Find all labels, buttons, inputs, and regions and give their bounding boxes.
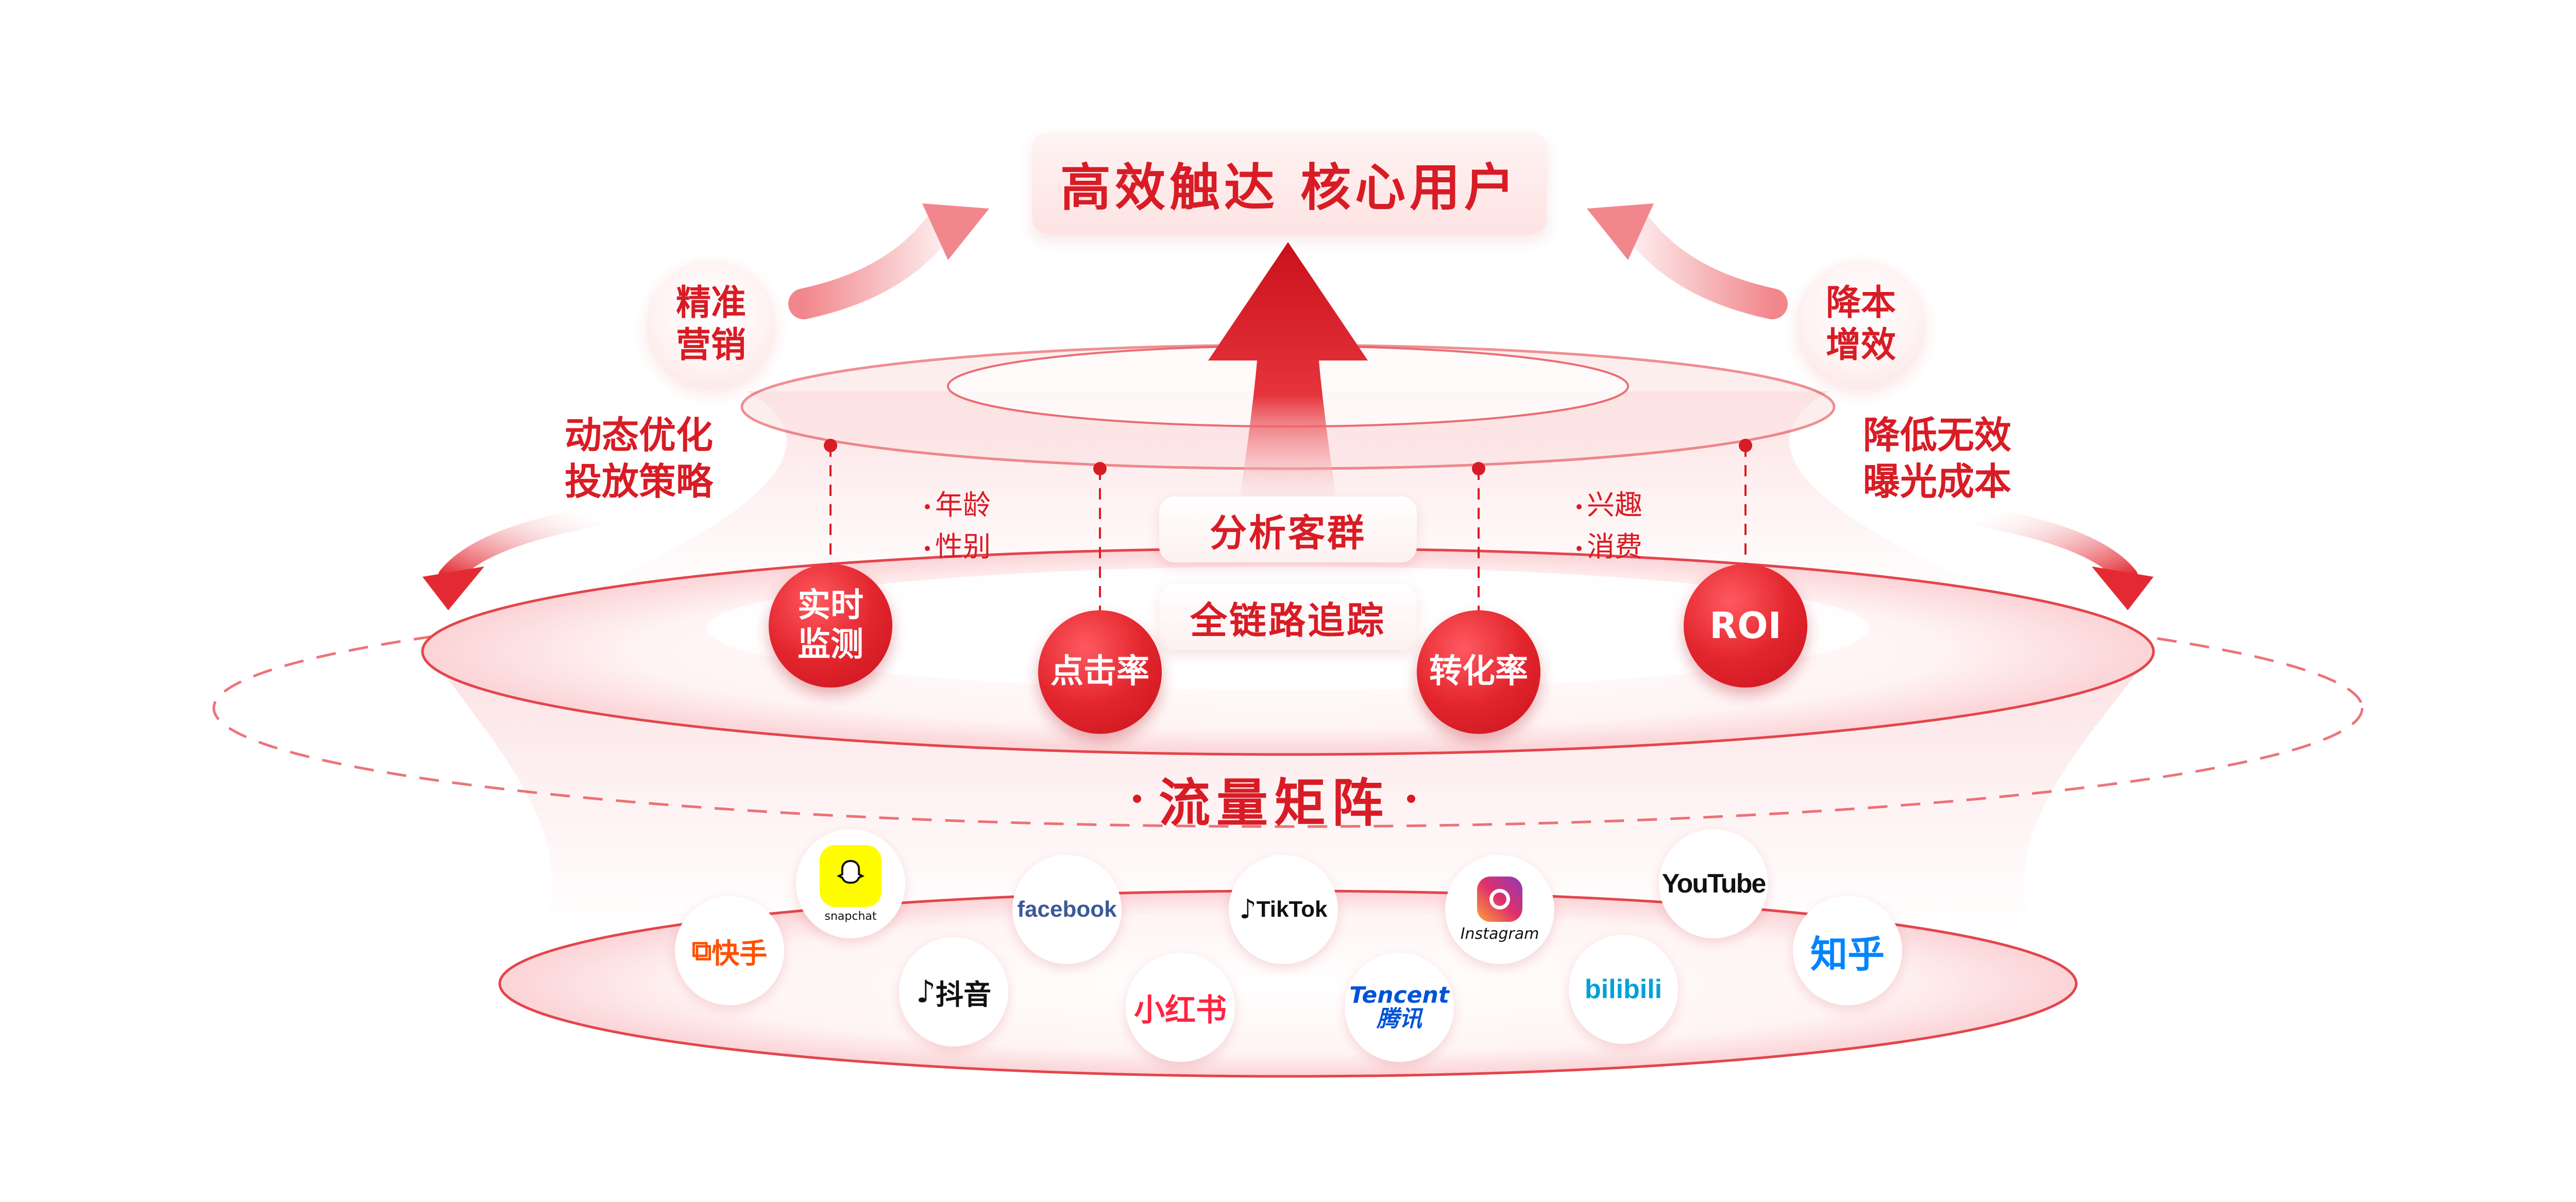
youtube-text: YouTube [1662, 869, 1767, 899]
bullet-icon [1577, 504, 1582, 510]
tiktok-icon: ♪ [1239, 894, 1257, 925]
bullet-icon [1577, 546, 1582, 552]
cost-reduction-badge: 降本 增效 [1797, 260, 1925, 389]
douyin-icon: ♪ [916, 974, 936, 1010]
instagram-logo: Instagram [1445, 855, 1554, 964]
tag-gender-label: 性别 [935, 530, 991, 563]
bullet-icon [1133, 794, 1141, 803]
xiaohongshu-text: 小红书 [1134, 992, 1227, 1028]
tiktok-text: TikTok [1256, 897, 1328, 922]
douyin-logo: ♪ 抖音 [899, 937, 1008, 1046]
youtube-icon: YouTube [1662, 868, 1767, 899]
tiktok-logo: ♪ TikTok [1229, 855, 1338, 964]
right-tags: 兴趣 消费 [1577, 484, 1642, 568]
tag-gender: 性别 [925, 526, 991, 568]
tag-interest-label: 兴趣 [1587, 489, 1642, 521]
roi-circle: ROI [1684, 564, 1807, 688]
analyze-audience-pill: 分析客群 [1159, 496, 1417, 562]
full-funnel-tracking-pill: 全链路追踪 [1159, 584, 1417, 650]
main-title: 高效触达 核心用户 [1032, 133, 1547, 234]
precision-marketing-badge: 精准 营销 [647, 260, 775, 389]
bullet-icon [925, 546, 930, 552]
left-strategy-text: 动态优化 投放策略 [564, 414, 713, 503]
traffic-matrix-label: 流量矩阵 [1115, 761, 1433, 836]
tag-age: 年龄 [925, 484, 991, 526]
snapchat-text: snapchat [824, 909, 877, 923]
tag-consumption-label: 消费 [1587, 530, 1642, 563]
bullet-icon [925, 504, 930, 510]
kuaishou-icon: ⧉ [691, 934, 712, 967]
zhihu-text: 知乎 [1810, 932, 1885, 976]
kuaishou-logo: ⧉ 快手 [675, 896, 784, 1005]
kuaishou-text: 快手 [711, 937, 768, 970]
snapchat-ghost-icon [820, 845, 882, 907]
instagram-icon [1477, 876, 1522, 922]
xiaohongshu-logo: 小红书 [1126, 953, 1235, 1062]
tag-age-label: 年龄 [935, 489, 991, 521]
bilibili-logo: bilibili [1569, 935, 1678, 1044]
tag-consumption: 消费 [1577, 526, 1642, 568]
traffic-matrix-text: 流量矩阵 [1159, 773, 1389, 833]
zhihu-logo: 知乎 [1793, 896, 1902, 1005]
click-rate-circle: 点击率 [1038, 610, 1162, 734]
realtime-monitoring-circle: 实时 监测 [769, 564, 892, 688]
snapchat-logo: snapchat [796, 829, 905, 938]
bullet-icon [1407, 794, 1415, 803]
tencent-logo: Tencent 腾讯 [1345, 953, 1454, 1062]
tag-interest: 兴趣 [1577, 484, 1642, 526]
douyin-text: 抖音 [936, 978, 992, 1011]
left-tags: 年龄 性别 [925, 484, 991, 568]
youtube-logo: YouTube [1659, 829, 1768, 938]
facebook-logo: facebook [1012, 855, 1122, 964]
bilibili-text: bilibili [1584, 974, 1663, 1004]
facebook-text: facebook [1017, 897, 1117, 922]
conversion-rate-circle: 转化率 [1417, 610, 1540, 734]
right-strategy-text: 降低无效 曝光成本 [1862, 414, 2011, 503]
instagram-text: Instagram [1460, 924, 1539, 943]
